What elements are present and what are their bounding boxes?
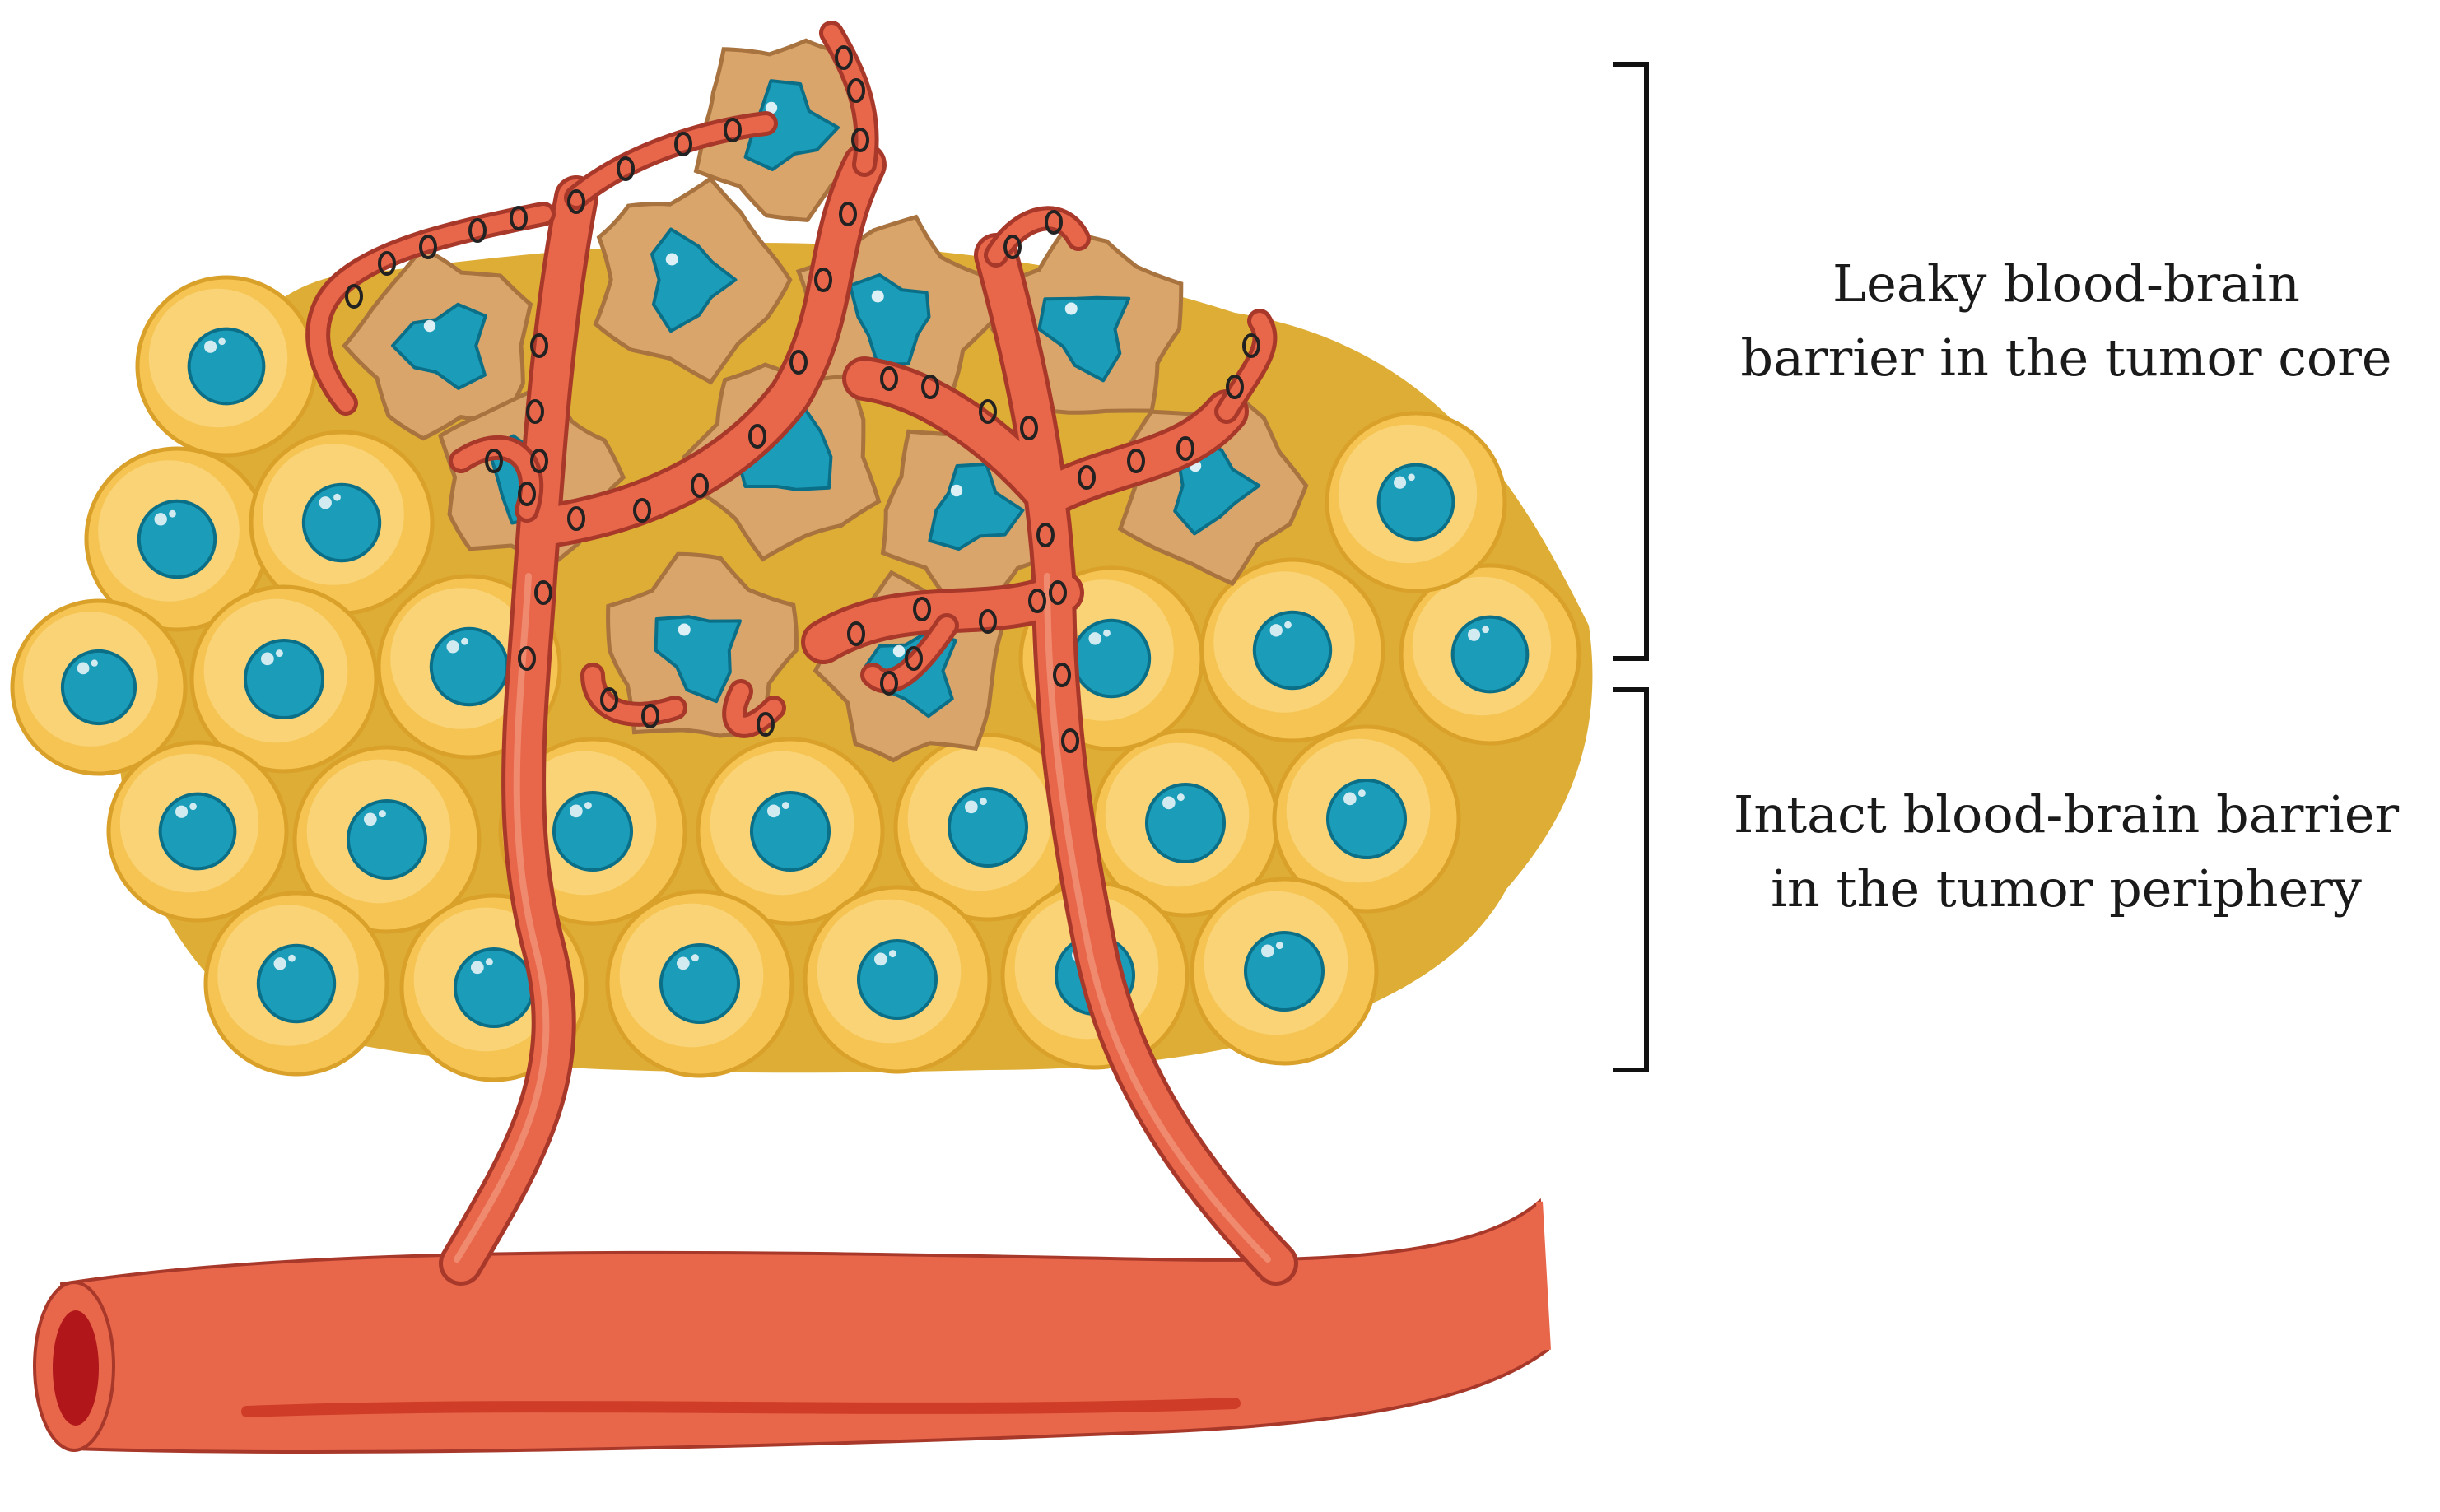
nucleus <box>431 629 507 705</box>
label-core-line1: Leaky blood-brain <box>1712 247 2420 321</box>
nucleus <box>455 949 533 1026</box>
nucleus <box>1328 780 1405 858</box>
nucleus <box>554 793 631 870</box>
nucleus <box>1073 621 1149 696</box>
nucleus <box>304 485 380 561</box>
healthy-cell <box>12 601 185 774</box>
nucleus <box>258 946 334 1021</box>
nucleus <box>63 651 135 723</box>
healthy-cell <box>1202 560 1383 741</box>
healthy-cell <box>608 891 792 1076</box>
label-leaky-bbb: Leaky blood-brain barrier in the tumor c… <box>1712 247 2420 395</box>
nucleus <box>949 789 1027 866</box>
nucleus <box>1379 465 1454 540</box>
nucleus <box>189 329 264 404</box>
healthy-cell <box>1327 413 1505 591</box>
healthy-cell <box>1192 879 1376 1063</box>
bracket-tumor-core <box>1613 64 1646 658</box>
healthy-cell <box>109 742 286 920</box>
nucleus <box>1246 933 1323 1010</box>
healthy-cell <box>137 277 315 455</box>
healthy-cell <box>805 887 990 1072</box>
nucleus <box>161 794 235 869</box>
nucleus <box>752 793 829 870</box>
bracket-tumor-periphery <box>1613 690 1646 1070</box>
nucleus <box>1147 784 1224 862</box>
main-blood-vessel <box>35 1202 1548 1452</box>
nucleus <box>661 945 738 1022</box>
nucleus <box>1453 617 1528 692</box>
nucleus <box>245 640 323 718</box>
healthy-cell <box>206 893 387 1074</box>
nucleus <box>139 501 215 577</box>
label-intact-bbb: Intact blood-brain barrier in the tumor … <box>1712 778 2420 926</box>
nucleus <box>348 801 426 878</box>
label-periphery-line1: Intact blood-brain barrier <box>1712 778 2420 852</box>
label-periphery-line2: in the tumor periphery <box>1712 852 2420 926</box>
nucleus <box>1255 612 1330 688</box>
label-core-line2: barrier in the tumor core <box>1712 321 2420 395</box>
nucleus <box>859 941 936 1018</box>
